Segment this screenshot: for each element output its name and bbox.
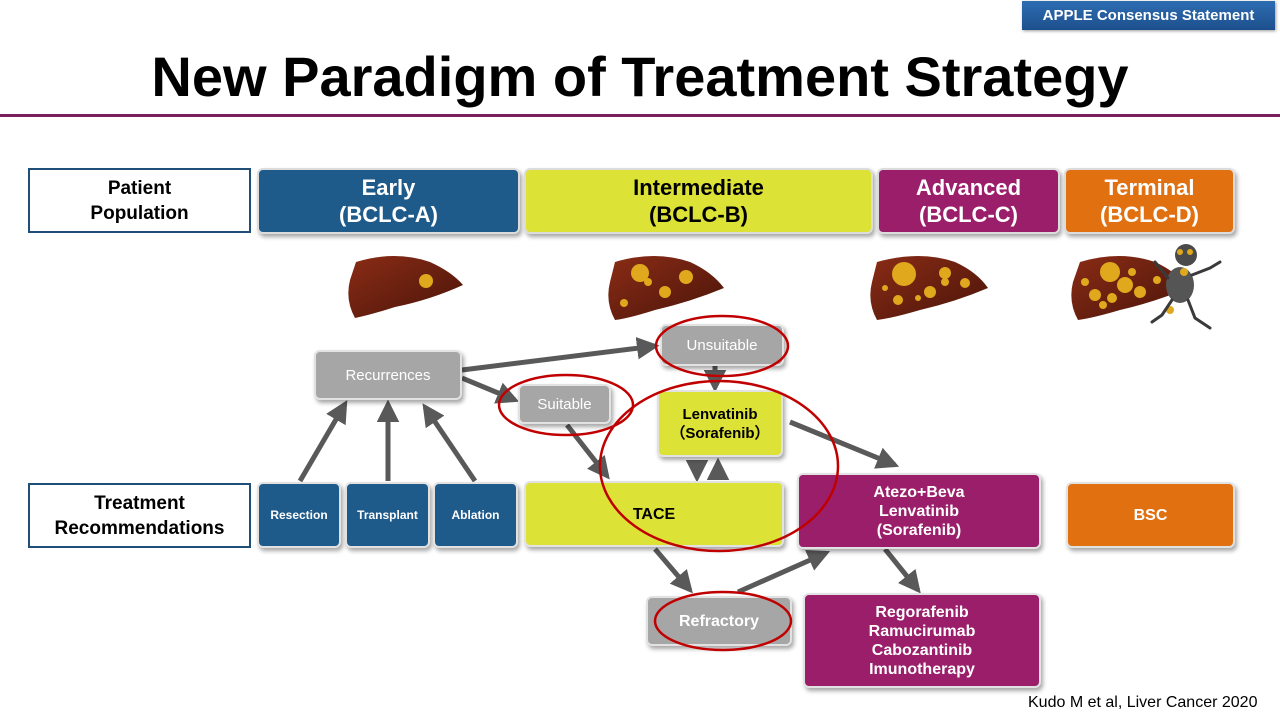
arrow-resection-recurrences — [297, 400, 348, 483]
highlight-lenvatinib-tace — [598, 379, 840, 553]
flow-arrows — [297, 337, 921, 595]
cancer-creature-icon — [1150, 244, 1222, 330]
liver-advanced-icon — [870, 256, 988, 320]
stage-advanced: Advanced (BCLC-C) — [877, 168, 1060, 234]
bsc-box: BSC — [1066, 482, 1235, 548]
lenvatinib-node: Lenvatinib （Sorafenib） — [657, 390, 783, 457]
liver-early-icon — [348, 256, 463, 318]
stage-intermediate: Intermediate (BCLC-B) — [524, 168, 873, 234]
ablation-box: Ablation — [433, 482, 518, 548]
recurrences-node: Recurrences — [314, 350, 462, 400]
arrow-refractory-atezo — [736, 550, 831, 595]
transplant-box: Transplant — [345, 482, 430, 548]
suitable-node: Suitable — [518, 384, 611, 424]
slide-title: New Paradigm of Treatment Strategy — [151, 45, 1129, 108]
second-line-box: Regorafenib Ramucirumab Cabozantinib Imu… — [803, 593, 1041, 688]
patient-population-label: Patient Population — [28, 168, 251, 233]
citation: Kudo M et al, Liver Cancer 2020 — [1028, 694, 1258, 711]
liver-terminal-icon — [1071, 256, 1188, 320]
title-divider — [0, 114, 1280, 117]
arrow-recurrences-unsuitable — [461, 337, 660, 373]
liver-intermediate-icon — [608, 256, 724, 320]
unsuitable-node: Unsuitable — [660, 324, 784, 366]
arrow-recurrences-suitable — [461, 375, 520, 404]
resection-box: Resection — [257, 482, 341, 548]
arrow-tace-refractory — [653, 547, 693, 594]
atezo-beva-box: Atezo+Beva Lenvatinib (Sorafenib) — [797, 473, 1041, 549]
highlight-unsuitable — [654, 314, 790, 378]
stage-early: Early (BCLC-A) — [257, 168, 520, 234]
treatment-recommendations-label: Treatment Recommendations — [28, 483, 251, 548]
arrow-ablation-recurrences — [422, 403, 478, 483]
arrow-lenvatinib-atezo — [789, 419, 900, 469]
source-badge: APPLE Consensus Statement — [1022, 1, 1275, 30]
stage-terminal: Terminal (BCLC-D) — [1064, 168, 1235, 234]
highlight-refractory — [653, 590, 793, 652]
arrow-atezo-secondline — [883, 547, 921, 594]
highlight-suitable — [497, 373, 635, 437]
